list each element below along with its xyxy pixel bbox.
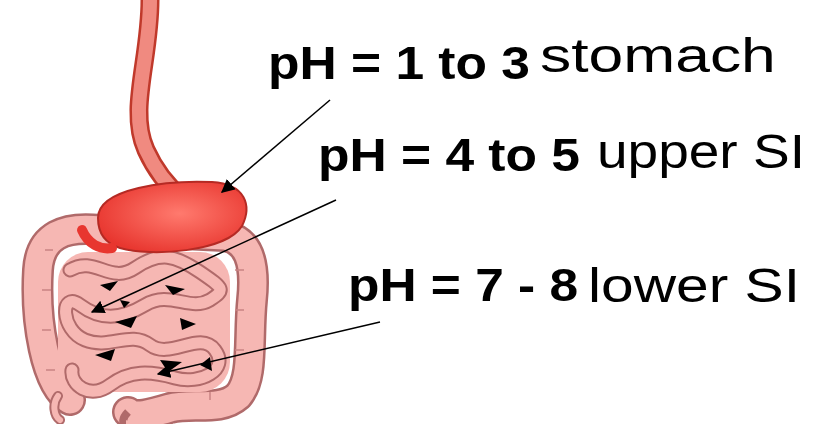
large-intestine (37, 229, 253, 424)
leader-line (222, 100, 330, 192)
region-name: lower SI (588, 262, 800, 310)
leader-line (92, 200, 336, 312)
leader-line (158, 322, 380, 374)
ph-value: pH = 1 to 3 (268, 40, 530, 86)
ph-value: pH = 4 to 5 (318, 132, 580, 178)
esophagus (139, 0, 182, 198)
stomach (82, 182, 246, 252)
region-name: stomach (540, 32, 776, 80)
ph-value: pH = 7 - 8 (348, 262, 578, 308)
region-name: upper SI (597, 128, 805, 176)
small-intestine (58, 252, 230, 392)
